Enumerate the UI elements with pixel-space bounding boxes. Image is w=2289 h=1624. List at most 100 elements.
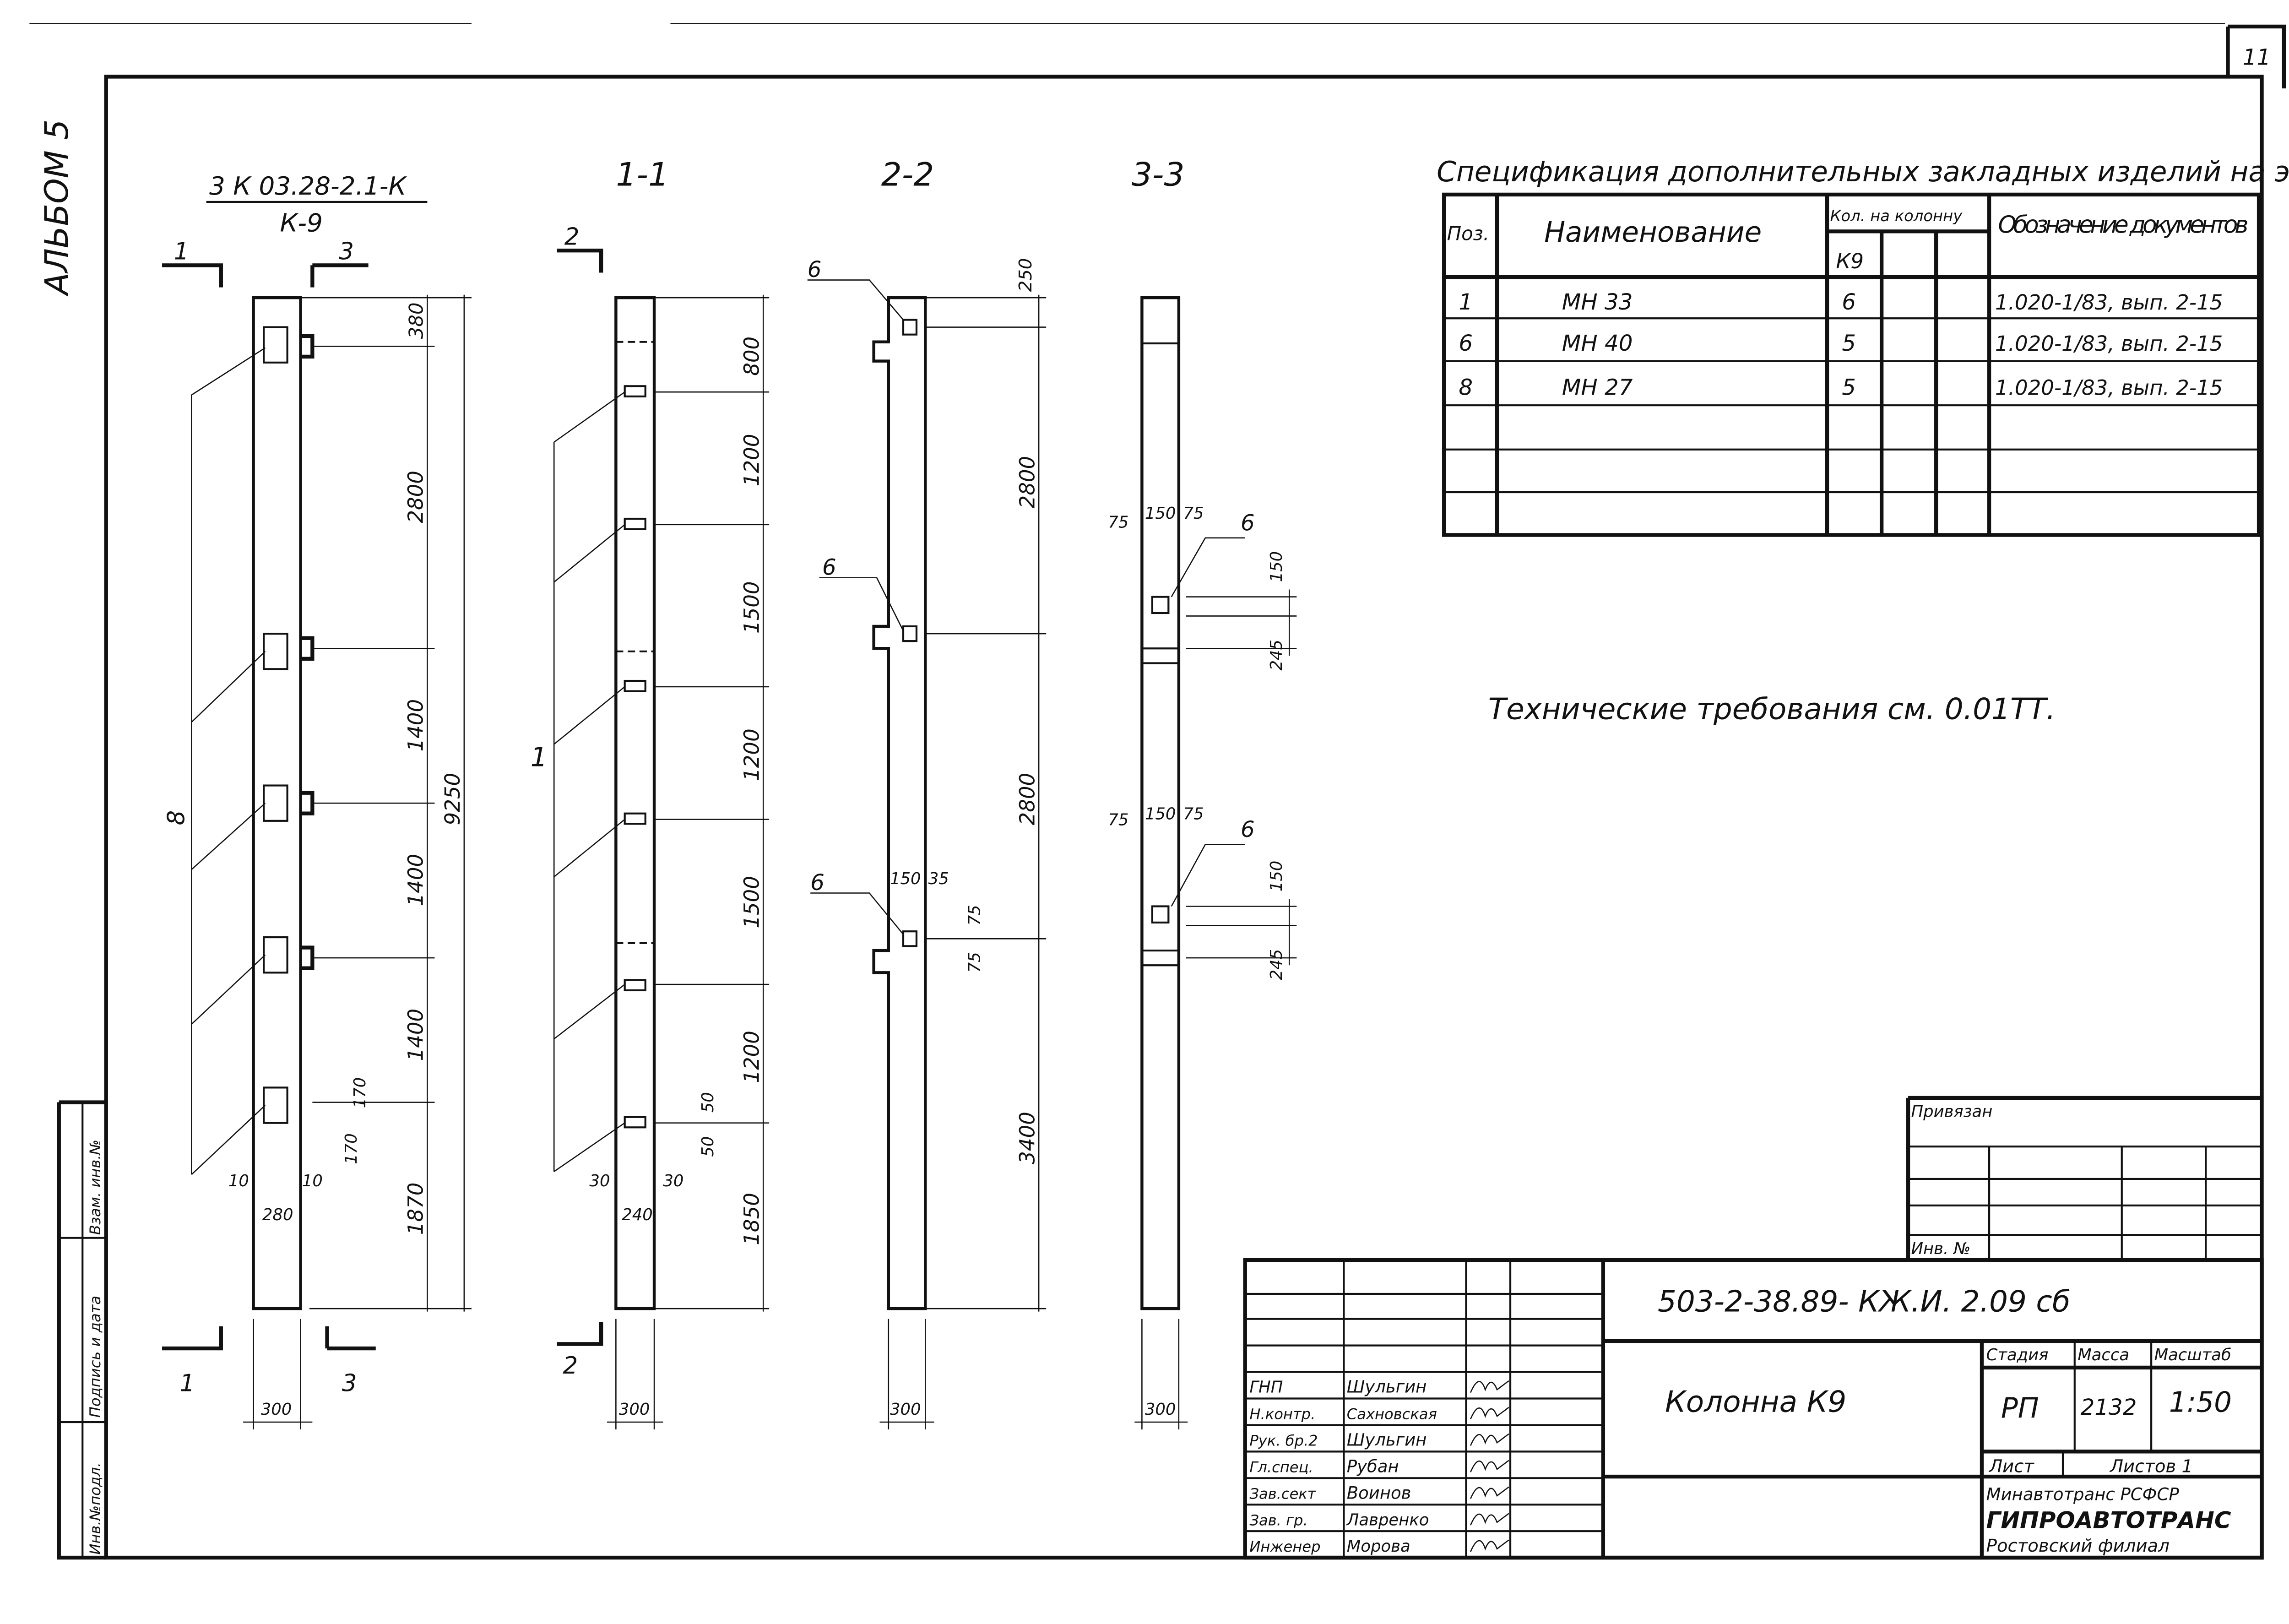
signature <box>1470 1460 1509 1472</box>
signature <box>1470 1380 1509 1393</box>
section1-dim-30b: 30 <box>663 1172 683 1190</box>
spec-pos: 6 <box>1459 331 1473 356</box>
section1-dim-50b: 50 <box>699 1136 717 1157</box>
section2-pos-label-a: 6 <box>808 257 822 282</box>
signature-row: Зав.сект Воинов <box>1249 1483 1509 1503</box>
spec-row: 1 МН 33 6 1.020-1/83, вып. 2-15 <box>1459 289 2223 315</box>
elevation-dim-170a: 170 <box>351 1077 369 1108</box>
section3-side-150b: 150 <box>1267 861 1286 892</box>
spec-name: МН 27 <box>1562 375 1633 401</box>
spec-header-name: Наименование <box>1544 216 1762 249</box>
spec-doc: 1.020-1/83, вып. 2-15 <box>1995 331 2223 356</box>
section-2-2-title: 2-2 <box>881 156 934 194</box>
column-elevation: 1 3 8 380 2800 1400 1400 1400 1870 9250 … <box>162 238 472 1430</box>
section1-pos-label: 1 <box>531 742 548 773</box>
element-mark-sub: К-9 <box>280 208 323 237</box>
mass-value: 2132 <box>2081 1395 2137 1420</box>
role: Инженер <box>1249 1538 1320 1555</box>
signature-row: Н.контр. Сахновская <box>1249 1406 1509 1423</box>
cut-mark-1-bottom: 1 <box>180 1369 195 1397</box>
spec-row: 8 МН 27 5 1.020-1/83, вып. 2-15 <box>1459 375 2223 401</box>
role: Н.контр. <box>1249 1406 1315 1423</box>
binding-block: Привязан Инв. № <box>1906 1096 2262 1260</box>
section3-dim-75b: 75 <box>1183 504 1204 523</box>
section2-dim-2800a: 2800 <box>1015 456 1039 509</box>
section3-side-150a: 150 <box>1267 551 1286 582</box>
elevation-dim-1870: 1870 <box>404 1183 428 1235</box>
section2-dim-3400: 3400 <box>1015 1112 1039 1164</box>
section3-dim-150a: 150 <box>1145 504 1176 523</box>
spec-header-qty: Кол. на колонну <box>1830 207 1963 225</box>
elevation-width: 300 <box>261 1400 292 1419</box>
elevation-dim-2800: 2800 <box>404 471 428 523</box>
elevation-dim-total: 9250 <box>440 773 465 826</box>
section3-width: 300 <box>1145 1400 1176 1419</box>
elevation-dim-1400b: 1400 <box>404 854 428 907</box>
drawing-name: Колонна К9 <box>1665 1385 1846 1419</box>
org-branch: Ростовский филиал <box>1986 1536 2170 1556</box>
section1-dim-1500a: 1500 <box>740 581 764 634</box>
signature-row: Зав. гр. Лавренко <box>1249 1510 1509 1529</box>
signature <box>1470 1407 1509 1420</box>
section2-width: 300 <box>890 1400 921 1419</box>
elevation-dim-10a: 10 <box>228 1172 249 1190</box>
role: Зав. гр. <box>1249 1511 1307 1529</box>
scale-value: 1:50 <box>2169 1386 2232 1418</box>
person-name: Лавренко <box>1346 1510 1429 1529</box>
stage-label: Стадия <box>1986 1346 2049 1364</box>
section3-dim-150b: 150 <box>1145 805 1176 824</box>
section1-dim-240: 240 <box>622 1206 653 1224</box>
elevation-dim-170b: 170 <box>342 1133 361 1164</box>
section3-dim-75d: 75 <box>1183 805 1204 824</box>
spec-qty: 5 <box>1842 331 1856 356</box>
section2-dim-75b: 75 <box>965 952 984 972</box>
stamp-replace-inv: Взам. инв.№ <box>87 1140 104 1235</box>
section3-dim-75c: 75 <box>1108 810 1128 829</box>
role: Зав.сект <box>1249 1485 1316 1502</box>
org-ministry: Минавтотранс РСФСР <box>1986 1485 2180 1505</box>
section1-dim-1200b: 1200 <box>740 728 764 781</box>
page-number: 11 <box>2243 45 2271 71</box>
section1-dim-1200c: 1200 <box>740 1031 764 1083</box>
section2-dim-250: 250 <box>1015 258 1036 292</box>
person-name: Шульгин <box>1347 1377 1427 1397</box>
role: ГНП <box>1249 1378 1283 1397</box>
spec-header-qty-sub: К9 <box>1836 249 1864 273</box>
section1-dim-30a: 30 <box>589 1172 610 1190</box>
cut-mark-3-top: 3 <box>339 238 354 266</box>
cut-mark-2-bottom: 2 <box>563 1352 578 1380</box>
section1-width: 300 <box>619 1400 650 1419</box>
section1-dim-800: 800 <box>740 337 764 376</box>
scale-label: Масштаб <box>2154 1346 2231 1364</box>
section1-dim-1850: 1850 <box>740 1193 764 1245</box>
spec-pos: 1 <box>1459 289 1473 315</box>
section1-dim-50a: 50 <box>699 1092 717 1113</box>
spec-name: МН 33 <box>1562 289 1633 315</box>
section1-dim-1200a: 1200 <box>740 434 764 487</box>
technical-requirements-note: Технические требования см. 0.01ТТ. <box>1488 692 2056 727</box>
section2-dim-75a: 75 <box>965 905 984 925</box>
spec-header-doc: Обозначение документов <box>1998 212 2248 239</box>
elevation-dim-1400a: 1400 <box>404 699 428 752</box>
section3-side-245b: 245 <box>1267 949 1286 980</box>
spec-doc: 1.020-1/83, вып. 2-15 <box>1995 376 2223 400</box>
signature <box>1470 1539 1509 1552</box>
elevation-dim-280: 280 <box>262 1206 293 1224</box>
binding-inv: Инв. № <box>1911 1239 1971 1258</box>
signature <box>1470 1513 1509 1526</box>
person-name: Шульгин <box>1347 1430 1427 1450</box>
stage-value: РП <box>2001 1392 2039 1424</box>
specification-table: Спецификация дополнительных закладных из… <box>1437 156 2289 537</box>
person-name: Воинов <box>1347 1483 1411 1503</box>
person-name: Сахновская <box>1347 1406 1437 1423</box>
role: Гл.спец. <box>1249 1458 1313 1476</box>
signature-row: Гл.спец.Рубан <box>1249 1456 1509 1476</box>
sheet-label: Лист <box>1988 1456 2034 1477</box>
elevation-dim-10b: 10 <box>302 1172 323 1190</box>
signature <box>1470 1433 1509 1446</box>
column-section-2-2: 6 6 6 250 2800 2800 3400 150 35 75 75 30… <box>807 257 1047 1430</box>
section-1-1-title: 1-1 <box>616 156 669 194</box>
section1-dim-1500b: 1500 <box>740 876 764 929</box>
